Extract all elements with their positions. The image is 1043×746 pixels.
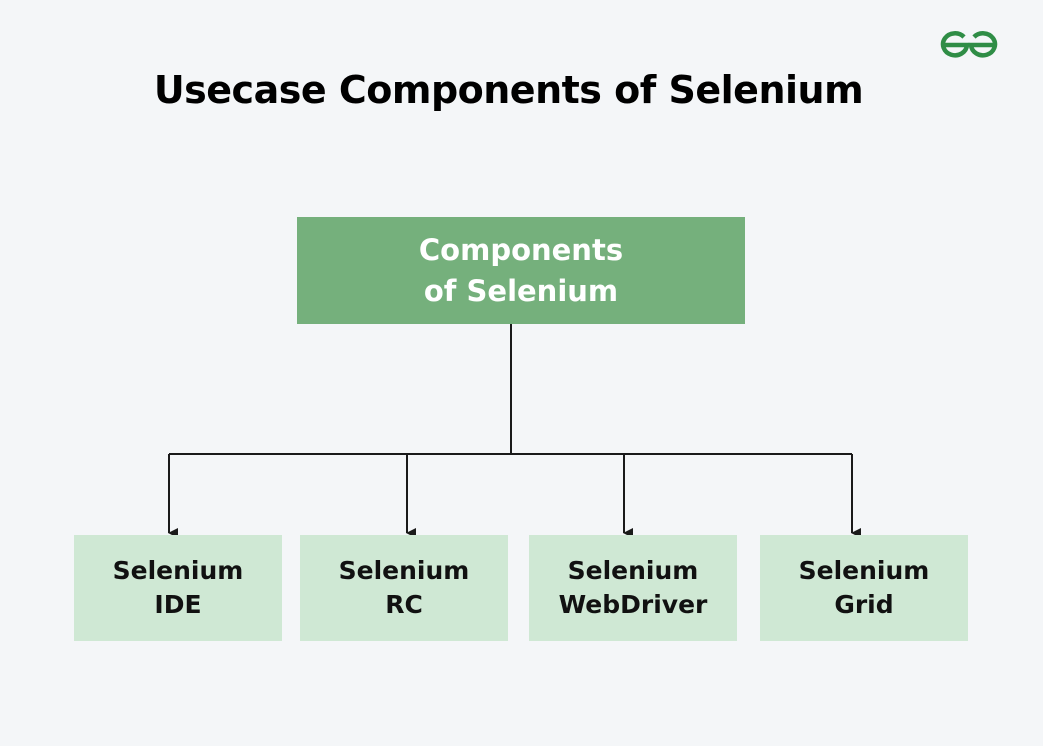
node-selenium-rc: Selenium RC <box>300 535 508 641</box>
node-line2: WebDriver <box>558 590 708 619</box>
node-line2: Grid <box>834 590 894 619</box>
root-node-line1: Components <box>418 232 624 267</box>
node-line1: Selenium <box>338 556 470 585</box>
node-selenium-webdriver: Selenium WebDriver <box>529 535 737 641</box>
node-selenium-grid: Selenium Grid <box>760 535 968 641</box>
root-node-components: Components of Selenium <box>297 217 745 324</box>
node-line1: Selenium <box>798 556 930 585</box>
root-node-line2: of Selenium <box>423 273 619 308</box>
page-title: Usecase Components of Selenium <box>153 68 864 112</box>
node-line2: RC <box>385 590 423 619</box>
node-line2: IDE <box>154 590 202 619</box>
node-line1: Selenium <box>567 556 699 585</box>
node-line1: Selenium <box>112 556 244 585</box>
node-selenium-ide: Selenium IDE <box>74 535 282 641</box>
geeksforgeeks-logo-icon <box>940 31 998 58</box>
